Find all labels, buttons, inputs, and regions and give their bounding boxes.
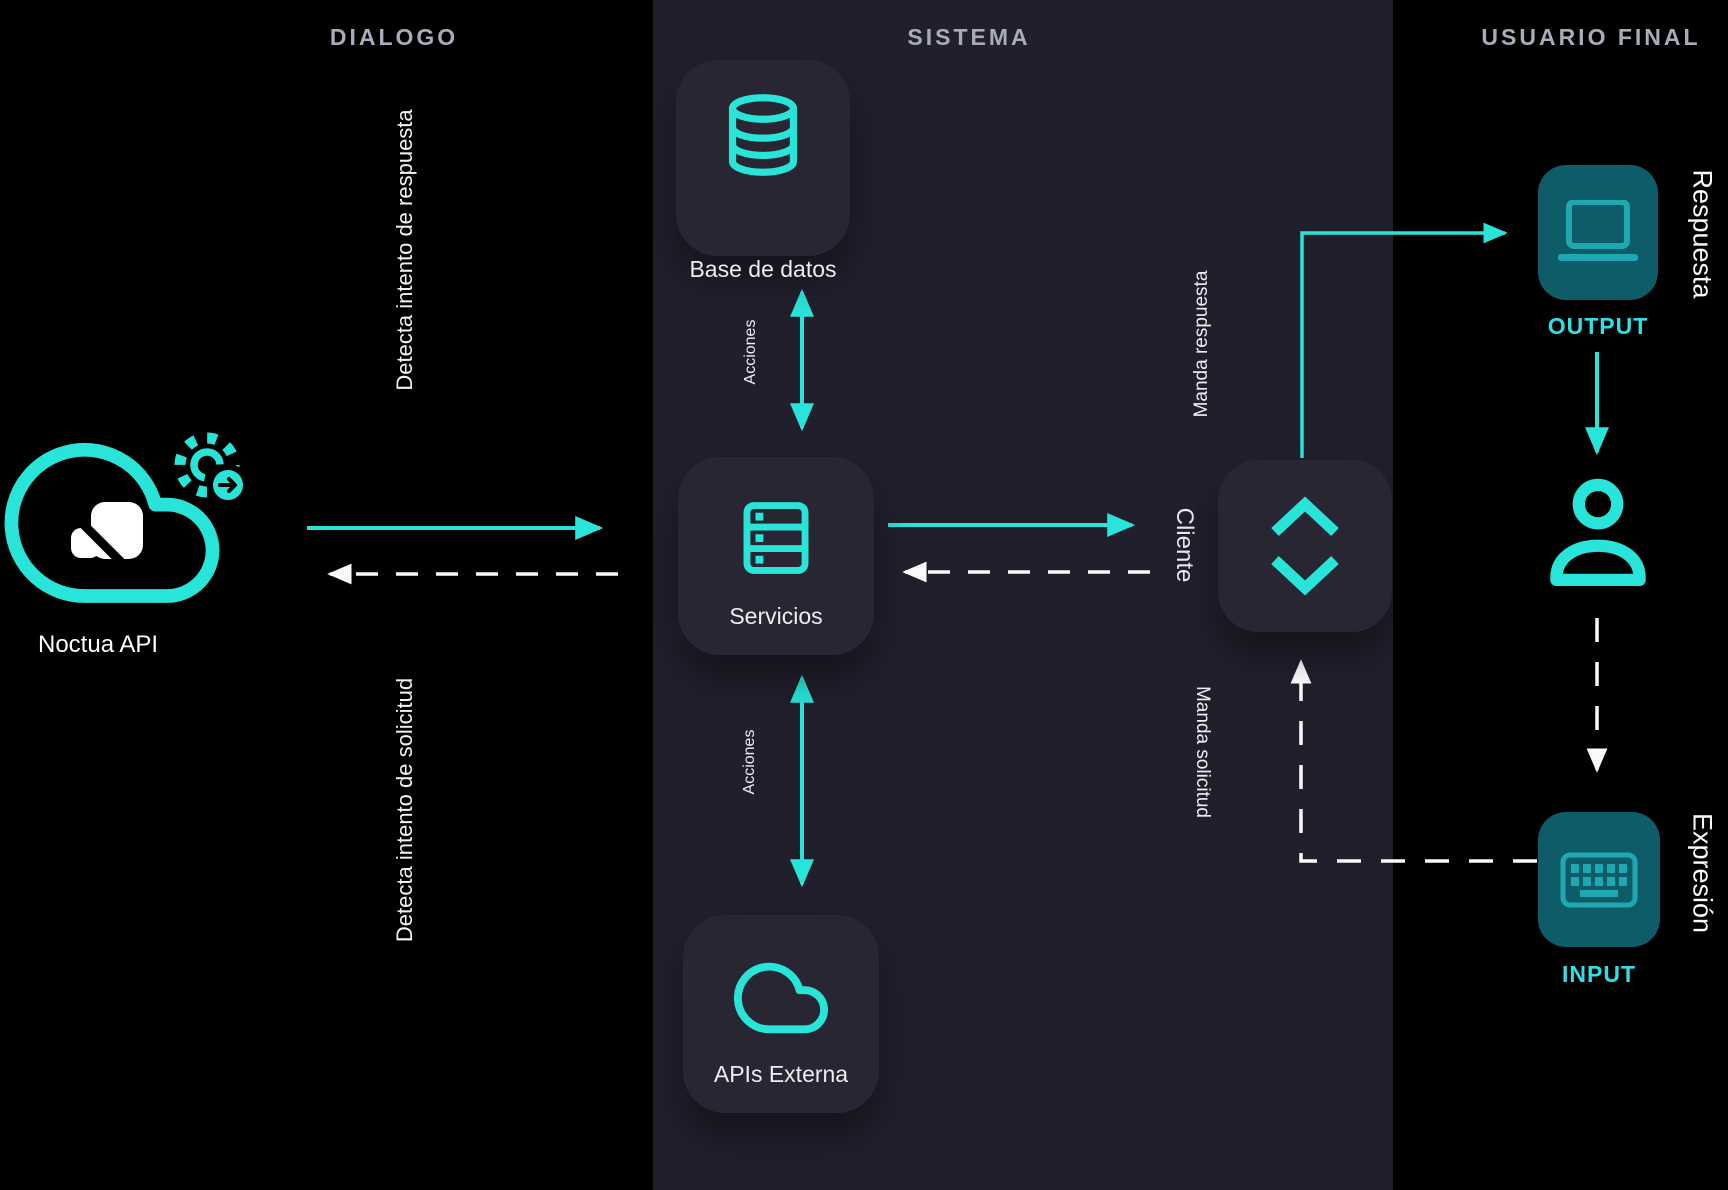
output-card: [1538, 165, 1658, 300]
edge-label-detecta-solicitud: Detecta intento de solicitud: [392, 677, 417, 943]
respuesta-side-label: Respuesta: [1687, 169, 1718, 299]
cloud-icon: [734, 962, 828, 1034]
client-label: Cliente: [1171, 507, 1198, 583]
gear-icon: [174, 432, 249, 506]
column-header-dialogo: DIALOGO: [329, 24, 459, 50]
output-label: OUTPUT: [1547, 313, 1649, 339]
edge-label-manda-solicitud: Manda solicitud: [1192, 685, 1213, 819]
noctua-logo: [71, 502, 143, 562]
external-apis-card-label: APIs Externa: [713, 1061, 849, 1087]
column-header-sistema: SISTEMA: [907, 24, 1031, 50]
keyboard-icon: [1560, 852, 1638, 907]
input-label: INPUT: [1562, 961, 1636, 987]
person-icon: [1550, 478, 1646, 586]
edge-label-acciones-top: Acciones: [742, 319, 759, 385]
expresion-side-label: Expresión: [1687, 812, 1718, 934]
column-header-usuario-final: USUARIO FINAL: [1481, 24, 1701, 50]
edge-label-acciones-bottom: Acciones: [741, 729, 758, 795]
server-icon: [743, 502, 809, 574]
input-card: [1538, 812, 1660, 947]
noctua-api-label: Noctua API: [38, 631, 159, 658]
unfold-chevrons-icon: [1271, 496, 1339, 596]
database-card: Base de datos: [676, 60, 850, 282]
client-card: [1218, 460, 1392, 632]
edge-label-detecta-respuesta: Detecta intento de respuesta: [392, 109, 417, 391]
database-card-label: Base de datos: [689, 256, 837, 282]
database-icon: [728, 94, 798, 176]
services-card: Servicios: [678, 457, 874, 655]
edge-label-manda-respuesta: Manda respuesta: [1191, 270, 1212, 418]
cloud-outline-icon: [4, 442, 220, 603]
laptop-icon: [1558, 199, 1638, 261]
external-apis-card: APIs Externa: [683, 915, 879, 1113]
services-card-label: Servicios: [729, 603, 823, 629]
